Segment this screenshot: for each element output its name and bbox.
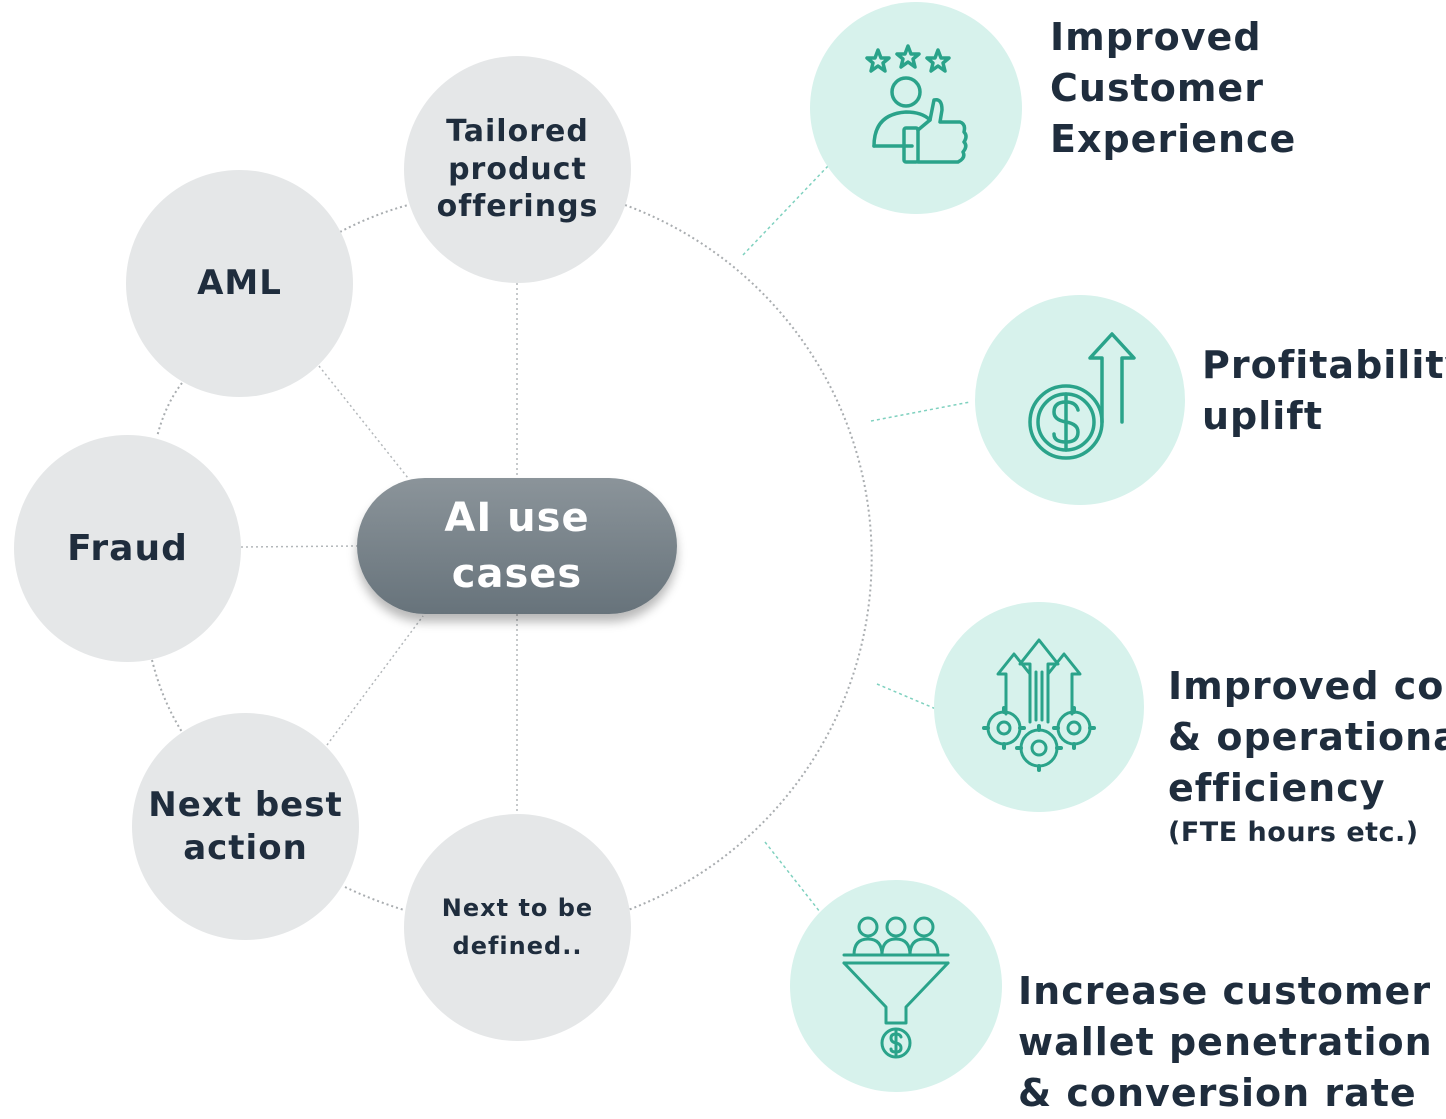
outcome-cost-note: (FTE hours etc.)	[1168, 817, 1419, 848]
center-ai-use-cases: AI use cases	[357, 478, 677, 614]
outcome-cost-line1: Improved cost	[1168, 664, 1446, 708]
chain-arc-3	[151, 659, 183, 733]
customer-rating-thumbs-up-icon	[865, 44, 968, 164]
node-next-line1: Next to be	[441, 894, 594, 923]
outcome-cost-efficiency-circle	[934, 602, 1144, 812]
outer-arc	[624, 204, 873, 911]
outcome-profit-line2: uplift	[1202, 394, 1324, 438]
outcome-profitability-circle	[975, 295, 1185, 505]
node-fraud: Fraud	[14, 435, 241, 662]
chain-arc-2	[156, 382, 183, 438]
node-nba-line2: action	[183, 827, 308, 868]
outcome-wallet-line3: & conversion rate	[1018, 1071, 1417, 1115]
outcome-wallet-line1: Increase customer	[1018, 969, 1432, 1013]
chain-arc-4	[344, 886, 405, 911]
dollar-arrow-up-icon	[1028, 332, 1136, 460]
outcome-profit-line1: Profitability	[1202, 343, 1446, 387]
center-line1: AI use	[444, 495, 590, 541]
outcome-cost-efficiency-label: Improved cost & operational efficiency (…	[1168, 661, 1446, 852]
node-next-best-action: Next best action	[132, 713, 359, 940]
node-nba-line1: Next best	[148, 785, 343, 825]
node-aml-label: AML	[197, 263, 282, 304]
node-next-line2: defined..	[452, 931, 583, 960]
outcome-customer-experience-label: Improved Customer Experience	[1050, 12, 1296, 165]
outcome-cost-line3: efficiency	[1168, 766, 1386, 810]
outcome-wallet-penetration-circle	[790, 880, 1002, 1092]
outcome-cost-line2: & operational	[1168, 715, 1446, 759]
node-tailored-line2: product	[448, 151, 587, 187]
outcome-wallet-line2: wallet penetration	[1018, 1020, 1433, 1064]
node-fraud-label: Fraud	[67, 528, 188, 569]
outcome-customer-experience-circle	[810, 2, 1022, 214]
node-tailored-line1: Tailored	[446, 114, 589, 150]
node-tailored-line3: offerings	[436, 189, 599, 225]
outcome-ce-line1: Improved	[1050, 15, 1262, 59]
customer-funnel-dollar-icon	[842, 916, 950, 1059]
outcome-ce-line3: Experience	[1050, 117, 1297, 161]
outcome-ce-line2: Customer	[1050, 66, 1264, 110]
center-line2: cases	[451, 551, 583, 597]
outcome-profitability-label: Profitability uplift	[1202, 340, 1446, 442]
gears-arrows-up-icon	[982, 638, 1096, 772]
outcome-wallet-penetration-label: Increase customer wallet penetration & c…	[1018, 966, 1433, 1119]
node-aml: AML	[126, 170, 353, 397]
node-next-to-be-defined: Next to be defined..	[404, 814, 631, 1041]
chain-arc-1	[339, 204, 409, 233]
node-tailored-product-offerings: Tailored product offerings	[404, 56, 631, 283]
